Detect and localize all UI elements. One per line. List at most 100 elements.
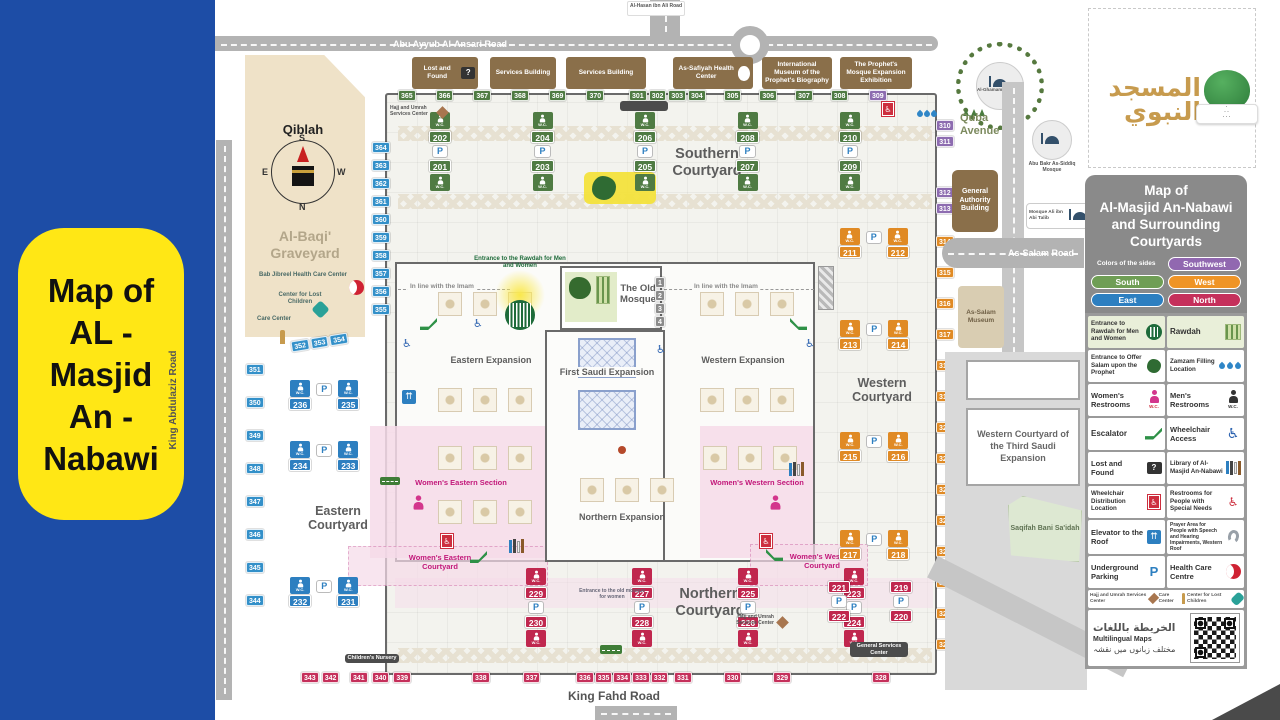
side-pill-north: North	[1168, 292, 1241, 307]
gate-badge: 306	[759, 90, 778, 101]
wall-hatch	[818, 266, 834, 310]
legend-item: Restrooms for People with Special Needs♿	[1167, 485, 1244, 518]
building-expansion-exhibition: The Prophet's Mosque Expansion Exhibitio…	[840, 57, 912, 89]
qiblah-title: Qiblah	[282, 122, 324, 137]
parking-icon: P	[527, 601, 544, 614]
gate-number: 206	[633, 131, 657, 143]
column-tiles	[438, 388, 532, 412]
southern-courtyard-label: Southern Courtyard	[672, 146, 742, 179]
parking-icon: P	[830, 595, 847, 608]
women-mosque-entrance-icon	[380, 477, 400, 485]
compass-w: W	[337, 167, 346, 177]
womens-western-section-label: Women's Western Section	[710, 478, 804, 487]
road-king-fahd-label: King Fahd Road	[568, 689, 660, 703]
parking-icon: P	[636, 145, 653, 158]
multilingual-arabic: الخريطة باللغات	[1093, 621, 1176, 634]
gate-309: 309	[869, 90, 887, 101]
lost-children-icon	[1229, 590, 1245, 607]
wc-icon: W.C.	[737, 112, 758, 129]
road-as-salam-label: As-Salam Road	[1008, 248, 1075, 258]
legend-item: Entrance to Offer Salam upon the Prophet	[1088, 349, 1165, 382]
gate-badge: 310	[936, 120, 954, 131]
parking-icon: P	[892, 595, 909, 608]
wc-icon: W.C.	[532, 174, 553, 191]
gate-pair: W.C.234 P W.C.233	[289, 441, 360, 471]
gate-number: 235	[337, 398, 360, 410]
side-colors: Colors of the sides Southwest South West…	[1091, 256, 1241, 307]
parking-icon: P	[865, 231, 882, 244]
as-salam-museum: As-Salam Museum	[958, 286, 1004, 348]
gate-pair: W.C. 204 P 203 W.C.	[531, 112, 555, 191]
western-expansion-label: Western Expansion	[701, 355, 785, 365]
salam-entrance-icon	[1147, 358, 1161, 373]
northern-courtyard-label: Northern Courtyard	[675, 586, 745, 619]
gate-badge: 369	[548, 90, 567, 101]
gate-badge: 367	[473, 90, 492, 101]
road-king-fahd-stub	[595, 706, 677, 720]
east-gate-pairs: W.C.236 P W.C.235 W.C.234 P W.C.233 W.C.…	[289, 380, 360, 607]
gate-badge: 339	[393, 672, 412, 683]
third-saudi-courtyard: Western Courtyard of the Third Saudi Exp…	[966, 408, 1080, 486]
gate-pair: W.C.211 P W.C.212	[839, 228, 909, 258]
gate-badge: 354	[329, 332, 349, 347]
wc-icon: W.C.	[839, 228, 860, 245]
womens-eastern-section-label: Women's Eastern Section	[415, 478, 507, 487]
gate-pair: W.C. 227 P 228 W.C.	[630, 568, 654, 647]
rawdah-area-icon	[1225, 323, 1241, 340]
gate-badge: 357	[372, 268, 390, 279]
gate-pair: W.C. 202 P 201 W.C.	[428, 112, 452, 191]
special-needs-icon: ♿	[1227, 494, 1239, 509]
gate-number: 218	[887, 548, 910, 560]
gate-badge: 355	[372, 304, 390, 315]
gate-badge: 341	[350, 672, 368, 683]
parking-icon: P	[866, 323, 883, 336]
crescent-icon	[1225, 564, 1241, 579]
hajj-umrah-label: Hajj and Umrah Services Center	[736, 614, 774, 626]
legend-item: Entrance to Rawdah for Men and Women	[1088, 315, 1165, 348]
abu-bakr-label: Abu Bakr As-Siddiq Mosque	[1028, 161, 1076, 173]
wc-icon: W.C.	[840, 432, 861, 449]
wheelchair-icon: ♿	[473, 317, 483, 330]
wc-icon: W.C.	[888, 432, 909, 449]
hearing-icon	[1226, 528, 1240, 545]
column-tiles	[580, 478, 674, 502]
hajj-umrah-icon	[1147, 592, 1159, 605]
south-gate-pairs: W.C. 202 P 201 W.C. W.C. 204 P 203 W.C. …	[428, 112, 862, 191]
wc-icon: W.C.	[844, 568, 864, 585]
elevator-icon	[1147, 529, 1161, 544]
gate-badge: 360	[372, 214, 390, 225]
rawdah-strip-icon	[596, 276, 610, 304]
gate-badge: 305	[723, 90, 742, 101]
west-gate-pairs: W.C.211 P W.C.212 W.C.213 P W.C.214 W.C.…	[839, 228, 910, 560]
legend-item: Wheelchair Distribution Location♿	[1088, 485, 1165, 518]
escalator-icon	[1145, 427, 1162, 440]
gate-number: 233	[337, 459, 360, 471]
parking-icon: P	[739, 145, 756, 158]
legend-item: Elevator to the Roof	[1088, 519, 1165, 554]
ornament-row	[398, 194, 932, 209]
rawdah-entrance-icon	[505, 300, 535, 330]
gate-pair: 221 P 222	[827, 581, 851, 622]
road-king-abdulaziz-label: King Abdulaziz Road	[168, 350, 179, 450]
wc-icon: W.C.	[430, 174, 450, 191]
legend-title-line: and Surrounding	[1111, 216, 1221, 232]
lost-and-found-icon	[461, 67, 475, 79]
gate-badge: 333	[632, 672, 650, 683]
care-center-icon	[1181, 593, 1185, 604]
multilingual-urdu: مختلف زبانوں میں نقشہ	[1093, 644, 1176, 654]
building-label: The Prophet's Mosque Expansion Exhibitio…	[846, 61, 906, 84]
building-label: Lost and Found	[423, 65, 451, 80]
gate-number: 214	[887, 338, 910, 350]
gate-number: 205	[633, 160, 657, 172]
page-title-line: Nabawi	[43, 439, 159, 477]
children-nursery-badge: Children's Nursery	[345, 654, 399, 663]
tree-ring	[956, 42, 1044, 130]
kaaba-icon	[292, 166, 314, 186]
gate-badge: 359	[372, 232, 390, 243]
lost-and-found-icon	[1146, 461, 1162, 474]
lost-children-label: Center for Lost Children	[278, 292, 322, 305]
side-pill-south: South	[1091, 274, 1164, 289]
gate-number: 219	[889, 581, 913, 593]
